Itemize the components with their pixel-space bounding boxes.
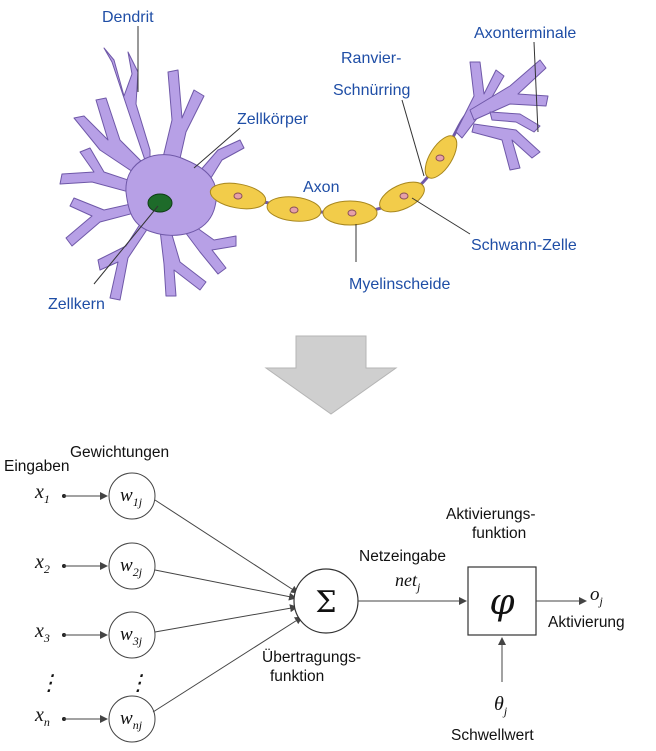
- label-netzeingabe: Netzeingabe: [359, 548, 446, 565]
- weight-symbol: w: [120, 485, 133, 506]
- weight-subscript: 1j: [133, 495, 143, 509]
- axon-terminals: [455, 59, 549, 171]
- net-subscript: j: [415, 580, 421, 594]
- input-row: x1 w1j: [34, 472, 299, 594]
- down-arrow-icon: [264, 335, 398, 415]
- label-ranvier-1: Ranvier-: [341, 50, 401, 67]
- sum-symbol: Σ: [315, 585, 336, 620]
- label-schwann: Schwann-Zelle: [471, 237, 577, 254]
- label-zellkoerper: Zellkörper: [237, 111, 309, 128]
- weight-symbol: w: [120, 708, 133, 729]
- svg-text:oj: oj: [590, 584, 604, 608]
- svg-text:w2j: w2j: [120, 555, 143, 579]
- weight-subscript: 3j: [132, 634, 143, 648]
- dendrites: [59, 47, 245, 301]
- svg-text:θj: θj: [494, 693, 508, 718]
- label-dendrit: Dendrit: [102, 9, 154, 26]
- label-uebertragung-1: Übertragungs-: [262, 648, 361, 666]
- label-ranvier-2: Schnürring: [333, 82, 410, 99]
- svg-text:wnj: wnj: [120, 708, 143, 732]
- weight-subscript: nj: [133, 718, 143, 732]
- svg-text:w3j: w3j: [120, 624, 143, 648]
- myelin-segment: [424, 135, 458, 179]
- input-subscript: 3: [43, 631, 50, 645]
- label-myelin: Myelinscheide: [349, 276, 450, 293]
- myelin-sheath: [209, 135, 458, 226]
- label-axonterminale: Axonterminale: [474, 25, 576, 42]
- input-row: xn wnj: [34, 616, 303, 743]
- myelin-segment: [379, 181, 425, 213]
- leader-zellkern: [93, 205, 159, 285]
- label-uebertragung-2: funktion: [270, 668, 324, 685]
- label-axon: Axon: [303, 179, 339, 196]
- svg-text:xn: xn: [34, 704, 50, 729]
- weight-to-sum-edge: [152, 616, 303, 713]
- input-symbol: x: [34, 481, 44, 503]
- label-gewichtungen: Gewichtungen: [70, 444, 169, 461]
- net-symbol: net: [395, 570, 418, 590]
- weight-node: [108, 611, 156, 659]
- biological-neuron: Dendrit Zellkörper Ranvier- Schnürring A…: [48, 9, 577, 313]
- weight-to-sum-edge: [154, 499, 299, 594]
- output-symbol: o: [590, 584, 600, 605]
- label-aktivierungsfunktion-2: funktion: [472, 525, 526, 542]
- input-symbol: x: [34, 704, 44, 726]
- myelin-segment: [209, 182, 267, 210]
- leader-zellkoerper: [193, 127, 241, 169]
- weight-ellipsis: ⋮: [127, 670, 149, 695]
- svg-text:x3: x3: [34, 620, 50, 645]
- theta-symbol: θ: [494, 693, 504, 715]
- input-ellipsis: ⋮: [38, 670, 60, 695]
- input-row: x3 w3j: [34, 604, 298, 659]
- weight-symbol: w: [120, 555, 133, 576]
- weight-node: [108, 472, 156, 520]
- input-row: x2 w2j: [34, 542, 297, 601]
- weight-to-sum-edge: [154, 569, 297, 601]
- label-aktivierung: Aktivierung: [548, 614, 625, 631]
- svg-text:x1: x1: [34, 481, 50, 506]
- theta-subscript: j: [502, 704, 508, 718]
- weight-subscript: 2j: [133, 565, 143, 579]
- svg-text:w1j: w1j: [120, 485, 143, 509]
- weight-node: [108, 542, 156, 590]
- svg-text:netj: netj: [395, 570, 421, 594]
- label-aktivierungsfunktion-1: Aktivierungs-: [446, 506, 536, 523]
- weight-to-sum-edge: [154, 604, 298, 633]
- input-symbol: x: [34, 620, 44, 642]
- activation-box: [467, 566, 537, 636]
- label-eingaben: Eingaben: [4, 458, 70, 475]
- input-subscript: 2: [44, 562, 50, 576]
- myelin-segment: [266, 196, 322, 222]
- input-symbol: x: [34, 551, 44, 573]
- svg-text:x2: x2: [34, 551, 50, 576]
- output-subscript: j: [598, 594, 604, 608]
- myelin-segment: [322, 200, 378, 226]
- leader-schwann: [411, 197, 471, 235]
- weight-node: [108, 695, 156, 743]
- label-zellkern: Zellkern: [48, 296, 105, 313]
- weight-symbol: w: [120, 624, 133, 645]
- perceptron: Gewichtungen Eingaben x1 w1j x2 w2j x3 w…: [4, 444, 625, 744]
- cell-nucleus: [147, 193, 173, 213]
- leader-axonterminale: [533, 41, 539, 133]
- cell-body: [125, 154, 217, 236]
- input-subscript: 1: [44, 492, 50, 506]
- phi-symbol: φ: [489, 582, 515, 623]
- label-schwellwert: Schwellwert: [451, 727, 534, 744]
- input-subscript: n: [44, 715, 50, 729]
- leader-ranvier: [401, 99, 425, 177]
